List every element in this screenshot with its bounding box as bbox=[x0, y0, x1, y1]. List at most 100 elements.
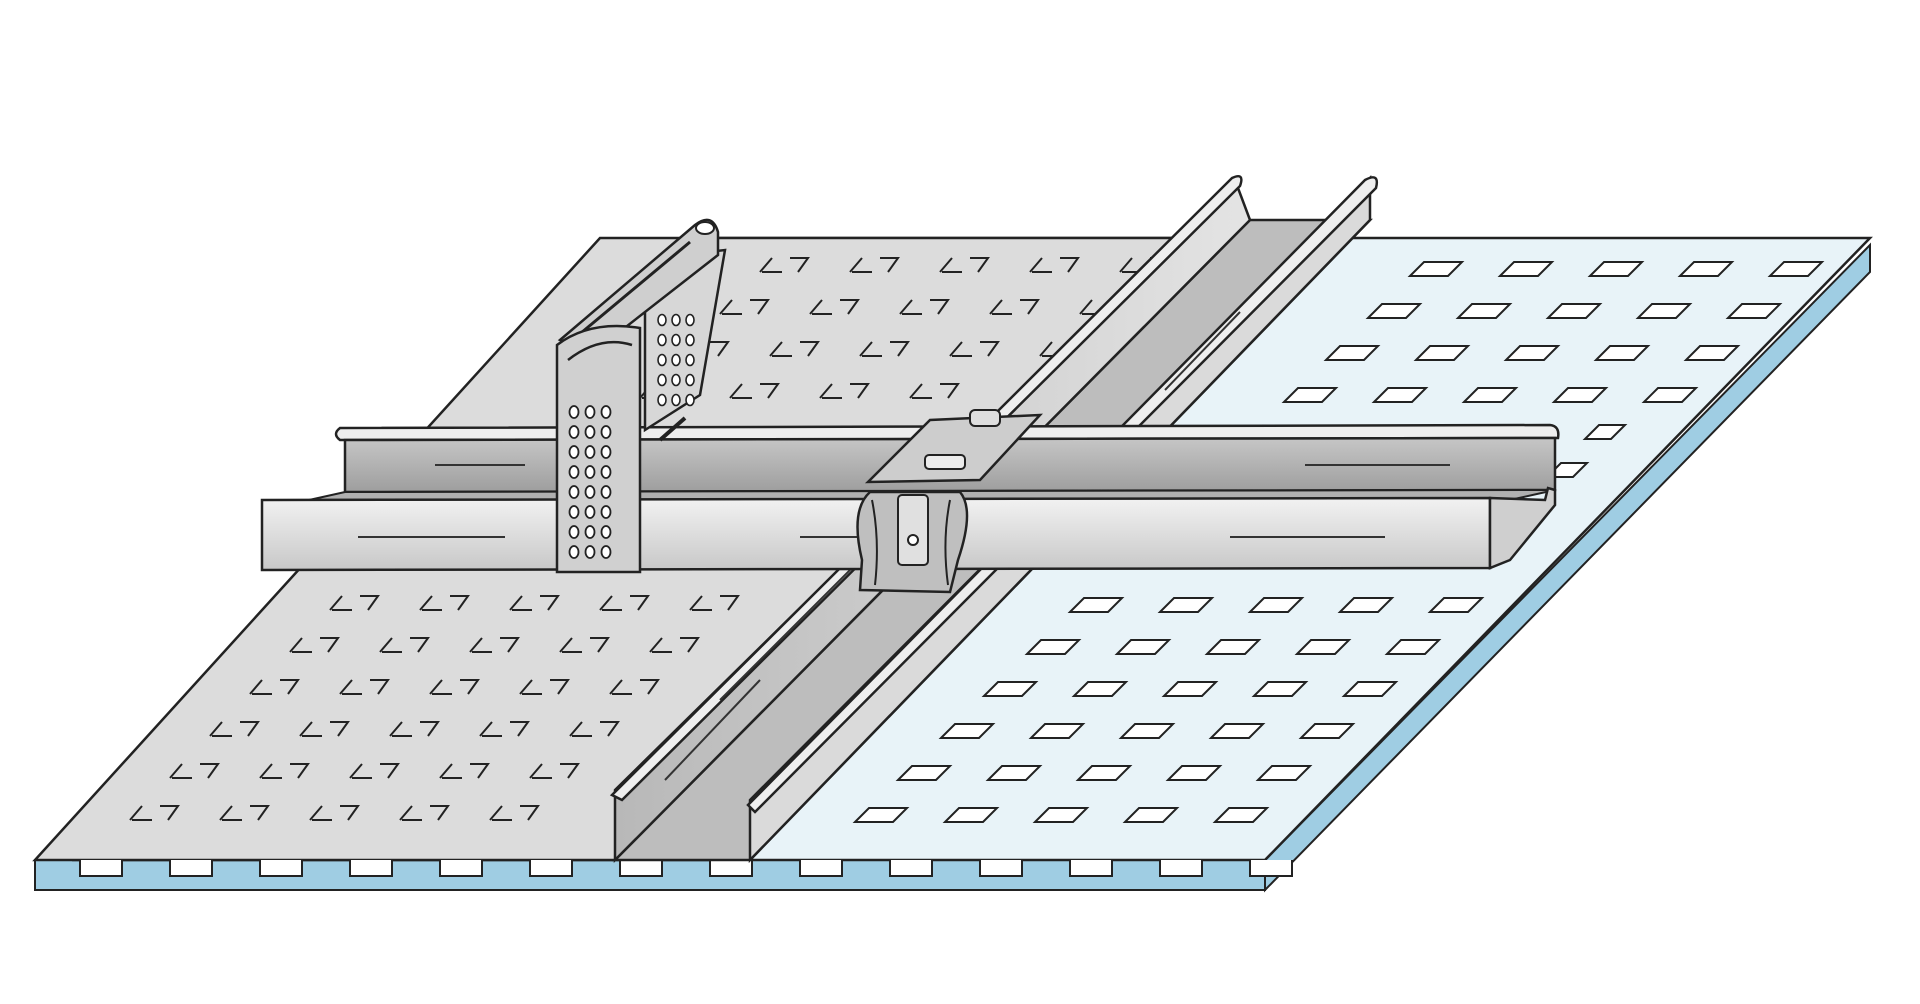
edge-notch bbox=[259, 860, 303, 877]
hanger-hole bbox=[685, 353, 695, 367]
perforation-hole bbox=[1587, 261, 1645, 277]
perforation-mark bbox=[299, 721, 350, 737]
hanger-hole bbox=[584, 525, 596, 539]
perforation-hole bbox=[1298, 723, 1356, 739]
perforation-mark bbox=[529, 763, 580, 779]
hanger-hole bbox=[600, 465, 612, 479]
perforation-hole bbox=[1413, 345, 1471, 361]
hanger-hole bbox=[584, 405, 596, 419]
perforation-mark bbox=[939, 257, 990, 273]
perforation-mark bbox=[349, 763, 400, 779]
perforation-mark bbox=[909, 383, 960, 399]
perforation-hole bbox=[1461, 387, 1519, 403]
hanger-arm-slot bbox=[574, 240, 691, 340]
hanger-hole bbox=[685, 333, 695, 347]
perforation-hole bbox=[1212, 807, 1270, 823]
hanger-hole bbox=[600, 505, 612, 519]
perforation-hole bbox=[1593, 345, 1651, 361]
perforation-hole bbox=[1384, 639, 1442, 655]
perforation-hole bbox=[1165, 765, 1223, 781]
perforation-mark bbox=[809, 299, 860, 315]
hanger-hole bbox=[685, 393, 695, 407]
perforation-mark bbox=[309, 805, 360, 821]
board-edge-notches bbox=[79, 860, 1293, 877]
hanger-hole bbox=[568, 545, 580, 559]
clip-center-tongue bbox=[897, 494, 929, 566]
perforation-hole bbox=[1407, 261, 1465, 277]
perforation-mark bbox=[219, 805, 270, 821]
perforation-hole bbox=[1323, 345, 1381, 361]
perforation-mark bbox=[989, 299, 1040, 315]
board-right-edge bbox=[1264, 242, 1871, 893]
perforation-mark bbox=[389, 721, 440, 737]
perforation-mark bbox=[689, 595, 740, 611]
perforation-mark bbox=[949, 341, 1000, 357]
clip-top-plate bbox=[864, 413, 1043, 484]
hanger-hole bbox=[600, 485, 612, 499]
edge-notch bbox=[1249, 860, 1293, 877]
perforation-hole bbox=[1545, 303, 1603, 319]
perforation-mark bbox=[729, 383, 780, 399]
perforation-mark bbox=[489, 805, 540, 821]
perforation-mark bbox=[719, 299, 770, 315]
hanger-hole bbox=[584, 465, 596, 479]
hanger-hole bbox=[584, 505, 596, 519]
hanger-hole bbox=[568, 405, 580, 419]
hanger-hole bbox=[657, 373, 667, 387]
hanger-top-arm bbox=[557, 218, 720, 357]
hanger-hole bbox=[584, 485, 596, 499]
edge-notch bbox=[1159, 860, 1203, 877]
perforation-hole bbox=[1294, 639, 1352, 655]
perforation-mark bbox=[429, 679, 480, 695]
perforation-mark bbox=[509, 595, 560, 611]
hanger-hole-pattern bbox=[568, 313, 695, 559]
perforation-mark bbox=[249, 679, 300, 695]
hanger-loop bbox=[567, 340, 633, 361]
clip-side-leg bbox=[944, 499, 951, 586]
perforation-hole bbox=[985, 765, 1043, 781]
perforation-hole bbox=[1071, 681, 1129, 697]
perforation-hole bbox=[1683, 345, 1741, 361]
edge-notch bbox=[799, 860, 843, 877]
edge-notch bbox=[709, 860, 753, 877]
cross-connector-clip bbox=[856, 409, 1043, 594]
hanger-hole bbox=[584, 445, 596, 459]
hanger-hole bbox=[568, 485, 580, 499]
hanger-hole bbox=[671, 373, 681, 387]
hanger-hook-hole bbox=[695, 221, 715, 235]
perforation-mark bbox=[599, 595, 650, 611]
hanger-hole bbox=[671, 313, 681, 327]
perforation-hole bbox=[1208, 723, 1266, 739]
perforation-mark bbox=[419, 595, 470, 611]
hanger-hole bbox=[657, 333, 667, 347]
main-channel-end-profile bbox=[1488, 486, 1557, 570]
hanger-hole bbox=[657, 313, 667, 327]
perforation-hole bbox=[1497, 261, 1555, 277]
hanger-hole bbox=[568, 525, 580, 539]
clip-tab bbox=[969, 409, 1001, 427]
perforation-hole bbox=[1157, 597, 1215, 613]
edge-notch bbox=[349, 860, 393, 877]
edge-notch bbox=[979, 860, 1023, 877]
edge-notch bbox=[169, 860, 213, 877]
perforation-mark bbox=[379, 637, 430, 653]
perforation-hole bbox=[938, 723, 996, 739]
hanger-hole bbox=[600, 525, 612, 539]
perforation-hole bbox=[1365, 303, 1423, 319]
perforation-mark bbox=[479, 721, 530, 737]
perforation-hole bbox=[1341, 681, 1399, 697]
perforation-hole bbox=[1114, 639, 1172, 655]
perforation-hole bbox=[1161, 681, 1219, 697]
perforation-hole bbox=[942, 807, 1000, 823]
edge-notch bbox=[889, 860, 933, 877]
perforation-hole bbox=[1247, 597, 1305, 613]
perforation-hole bbox=[1024, 639, 1082, 655]
hanger-hole bbox=[657, 393, 667, 407]
perforation-mark bbox=[1029, 257, 1080, 273]
hanger-hole bbox=[568, 425, 580, 439]
perforation-hole bbox=[852, 807, 910, 823]
perforation-hole bbox=[1028, 723, 1086, 739]
perforation-mark bbox=[329, 595, 380, 611]
perforation-hole bbox=[1337, 597, 1395, 613]
